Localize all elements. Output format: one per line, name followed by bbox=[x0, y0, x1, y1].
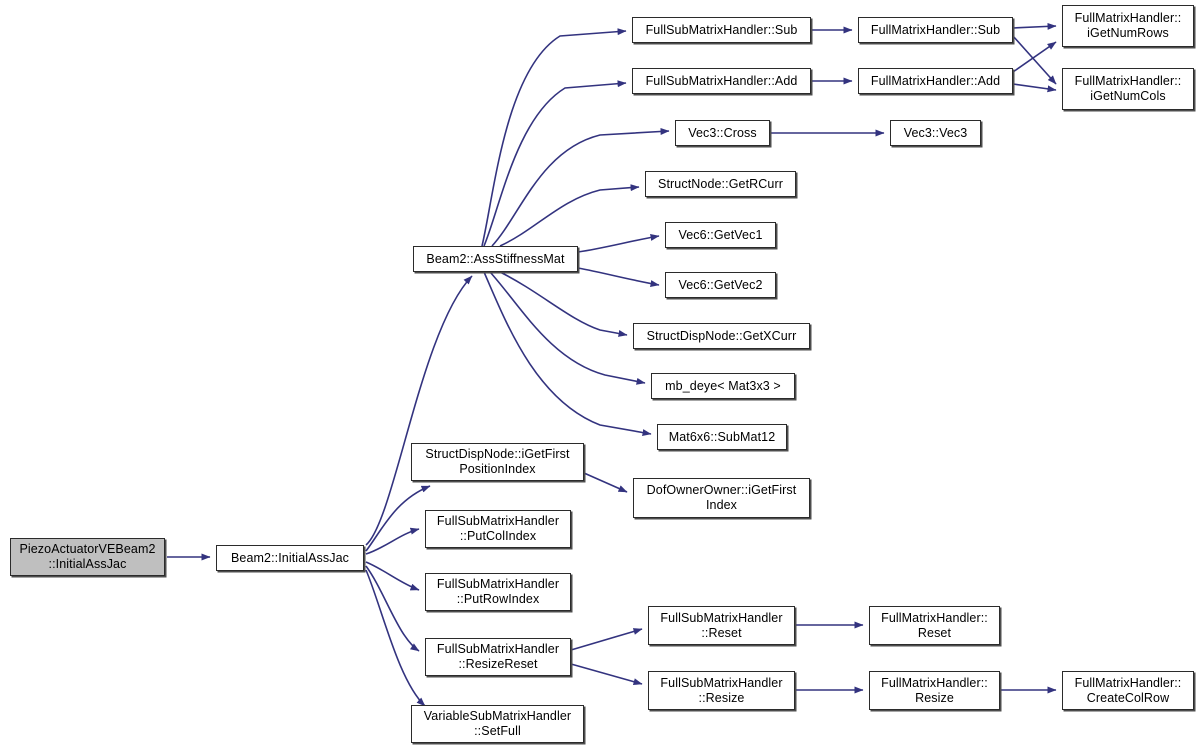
graph-node-fmh_resize[interactable]: FullMatrixHandler:: Resize bbox=[869, 671, 1000, 710]
graph-node-igetfirstpos[interactable]: StructDispNode::iGetFirst PositionIndex bbox=[411, 443, 584, 481]
graph-edge-initassjac-to-assstiff bbox=[365, 275, 473, 546]
graph-node-vec3cross[interactable]: Vec3::Cross bbox=[675, 120, 770, 146]
graph-edge-initassjac-to-resizereset bbox=[365, 565, 420, 652]
graph-node-getrcurr[interactable]: StructNode::GetRCurr bbox=[645, 171, 796, 197]
graph-node-createcolrow[interactable]: FullMatrixHandler:: CreateColRow bbox=[1062, 671, 1194, 710]
graph-node-fmh_add[interactable]: FullMatrixHandler::Add bbox=[858, 68, 1013, 94]
graph-edge-fmh_sub-to-igetrows bbox=[1012, 22, 1057, 30]
graph-edge-assstiff-to-vec3cross bbox=[491, 127, 670, 247]
graph-node-fmh_reset[interactable]: FullMatrixHandler:: Reset bbox=[869, 606, 1000, 645]
graph-node-getvec2[interactable]: Vec6::GetVec2 bbox=[665, 272, 776, 298]
graph-edge-assstiff-to-getvec1 bbox=[577, 233, 660, 253]
graph-edge-initassjac-to-setfull bbox=[365, 569, 426, 707]
graph-node-submat12[interactable]: Mat6x6::SubMat12 bbox=[657, 424, 787, 450]
graph-edge-initassjac-to-putrowidx bbox=[365, 561, 420, 591]
graph-node-dofowner[interactable]: DofOwnerOwner::iGetFirst Index bbox=[633, 478, 810, 518]
graph-node-fsmh_sub[interactable]: FullSubMatrixHandler::Sub bbox=[632, 17, 811, 43]
graph-node-assstiff[interactable]: Beam2::AssStiffnessMat bbox=[413, 246, 578, 272]
graph-node-putcolidx[interactable]: FullSubMatrixHandler ::PutColIndex bbox=[425, 510, 571, 548]
graph-node-fmh_sub[interactable]: FullMatrixHandler::Sub bbox=[858, 17, 1013, 43]
graph-edge-fmh_sub-to-igetcols bbox=[1012, 35, 1057, 85]
graph-node-fsmh_resize[interactable]: FullSubMatrixHandler ::Resize bbox=[648, 671, 795, 710]
graph-node-vec3vec3[interactable]: Vec3::Vec3 bbox=[890, 120, 981, 146]
graph-node-fsmh_reset[interactable]: FullSubMatrixHandler ::Reset bbox=[648, 606, 795, 645]
graph-edge-initassjac-to-putcolidx bbox=[365, 527, 420, 555]
graph-node-resizereset[interactable]: FullSubMatrixHandler ::ResizeReset bbox=[425, 638, 571, 676]
graph-node-getvec1[interactable]: Vec6::GetVec1 bbox=[665, 222, 776, 248]
graph-edge-initassjac-to-igetfirstpos bbox=[365, 485, 431, 552]
graph-edge-igetfirstpos-to-dofowner bbox=[583, 472, 628, 493]
graph-node-root[interactable]: PiezoActuatorVEBeam2 ::InitialAssJac bbox=[10, 538, 165, 576]
graph-edge-assstiff-to-mbdeye bbox=[489, 271, 646, 385]
graph-edge-resizereset-to-fsmh_resize bbox=[570, 663, 643, 686]
graph-node-getxcurr[interactable]: StructDispNode::GetXCurr bbox=[633, 323, 810, 349]
graph-edge-fmh_add-to-igetrows bbox=[1012, 41, 1057, 73]
graph-edge-fmh_add-to-igetcols bbox=[1012, 83, 1057, 93]
graph-node-mbdeye[interactable]: mb_deye< Mat3x3 > bbox=[651, 373, 795, 399]
graph-edge-assstiff-to-getrcurr bbox=[499, 184, 640, 247]
graph-edge-assstiff-to-getvec2 bbox=[577, 267, 660, 288]
graph-node-igetcols[interactable]: FullMatrixHandler:: iGetNumCols bbox=[1062, 68, 1194, 110]
graph-node-fsmh_add[interactable]: FullSubMatrixHandler::Add bbox=[632, 68, 811, 94]
graph-edge-assstiff-to-fsmh_add bbox=[483, 80, 627, 247]
graph-node-initassjac[interactable]: Beam2::InitialAssJac bbox=[216, 545, 364, 571]
graph-edge-assstiff-to-submat12 bbox=[483, 271, 652, 436]
graph-edge-resizereset-to-fsmh_reset bbox=[570, 628, 643, 651]
graph-edge-assstiff-to-getxcurr bbox=[499, 271, 628, 337]
graph-node-igetrows[interactable]: FullMatrixHandler:: iGetNumRows bbox=[1062, 5, 1194, 47]
graph-edge-assstiff-to-fsmh_sub bbox=[481, 28, 627, 247]
graph-node-putrowidx[interactable]: FullSubMatrixHandler ::PutRowIndex bbox=[425, 573, 571, 611]
graph-node-setfull[interactable]: VariableSubMatrixHandler ::SetFull bbox=[411, 705, 584, 743]
